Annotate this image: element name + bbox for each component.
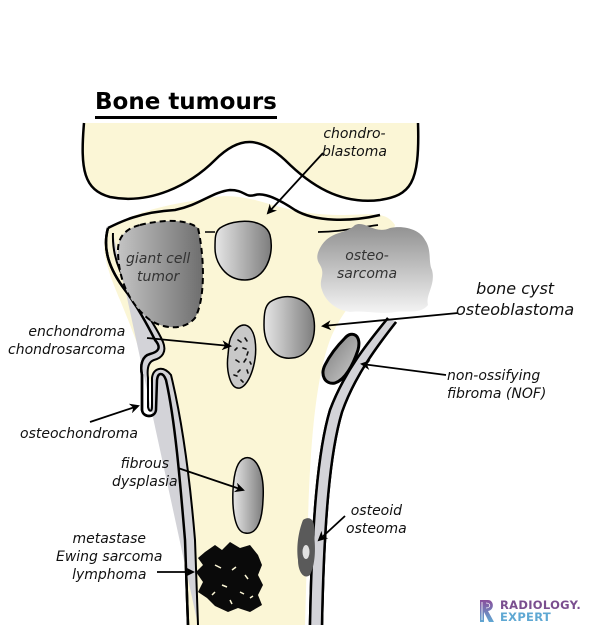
femur-condyle [81,122,420,203]
label-osteosarcoma: osteo- sarcoma [337,247,397,283]
nof-lesion [321,332,361,385]
osteosarcoma-lesion [317,223,433,313]
bone-cyst-lesion [263,295,316,359]
fibrous-dysplasia-lesion [232,456,264,534]
label-metastase: metastase Ewing sarcoma lymphoma [56,530,163,584]
radiology-expert-logo: RADIOLOGY. EXPERT [478,598,581,624]
metastase-lesion [196,542,263,612]
arrows [89,152,459,577]
label-line: giant cell [126,251,191,267]
label-line: blastoma [322,144,387,160]
label-chondroblastoma: chondro- blastoma [322,125,387,161]
logo-r-icon [480,600,494,622]
label-line: metastase [72,531,147,547]
label-line: osteoblastoma [456,300,575,319]
label-line: enchondroma [28,324,126,340]
label-osteochondroma: osteochondroma [20,426,138,442]
label-fibrous-dysplasia: fibrous dysplasia [112,455,178,491]
diagram-title: Bone tumours [95,88,277,119]
label-osteoid-osteoma: osteoid osteoma [346,502,407,538]
logo-text: RADIOLOGY. EXPERT [500,599,581,623]
label-line: Ewing sarcoma [56,549,163,565]
logo-line1: RADIOLOGY. [500,598,582,612]
giant-cell-tumor-lesion [116,219,204,329]
label-line: osteoid [350,503,403,519]
label-line: dysplasia [112,474,178,490]
label-line: lymphoma [72,567,147,583]
logo-line2: EXPERT [500,610,551,624]
label-line: fibroma (NOF) [447,386,547,402]
osteoid-osteoma-lesion [297,518,315,577]
label-line: non-ossifying [447,368,541,384]
label-line: fibrous [120,456,169,472]
label-line: osteoma [346,521,407,537]
label-bone-cyst: bone cyst osteoblastoma [456,278,574,320]
label-line: sarcoma [337,266,398,282]
label-nof: non-ossifying fibroma (NOF) [447,367,546,403]
label-line: tumor [136,269,180,285]
label-line: chondrosarcoma [8,342,126,358]
label-line: bone cyst [476,279,555,298]
label-line: osteo- [345,248,389,264]
label-line: chondro- [323,126,386,142]
label-enchondroma: enchondroma chondrosarcoma [8,323,125,359]
enchondroma-lesion [226,324,257,389]
label-giant-cell-tumor: giant cell tumor [126,250,190,286]
chondroblastoma-lesion [214,220,272,281]
